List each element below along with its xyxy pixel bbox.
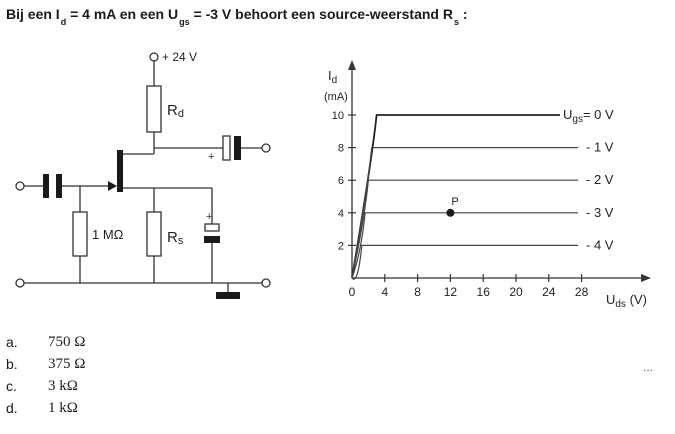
x-tick-label: 8 — [414, 285, 421, 299]
curve-label-2: - 2 V — [586, 172, 614, 187]
curve-ugs-2 — [351, 179, 578, 279]
answer-value: 3 kΩ — [48, 378, 78, 394]
curve-ugs-1 — [351, 147, 578, 279]
answer-a[interactable]: a. 750 Ω — [6, 334, 206, 356]
output-capacitor-plate-dark — [234, 136, 241, 160]
answer-letter: c. — [6, 378, 17, 394]
output-terminal — [261, 143, 271, 153]
output-capacitor-plus: + — [208, 151, 214, 163]
curve-ugs-4 — [351, 244, 578, 280]
answer-d[interactable]: d. 1 kΩ — [6, 400, 206, 422]
y-axis-label: Id — [328, 68, 337, 86]
answer-letter: a. — [6, 334, 18, 350]
x-tick-label: 4 — [381, 285, 388, 299]
y-axis-arrow — [348, 60, 356, 70]
x-tick-label: 16 — [477, 285, 491, 299]
y-axis-unit: (mA) — [324, 91, 348, 103]
answer-value: 375 Ω — [48, 356, 86, 372]
question-sub-d: d — [60, 17, 67, 27]
answer-b[interactable]: b. 375 Ω — [6, 356, 206, 378]
more-options-indicator[interactable]: ... — [643, 360, 654, 374]
answer-value: 1 kΩ — [48, 400, 78, 416]
jfet-channel — [117, 150, 123, 192]
gate-arrow — [108, 181, 117, 191]
input-capacitor-plate-left — [43, 174, 49, 198]
x-tick-label: 20 — [509, 285, 523, 299]
question-mid2: = -3 V behoort een source-weerstand R — [189, 6, 453, 22]
input-capacitor-plate-right — [56, 174, 62, 198]
question-suffix: : — [459, 6, 468, 22]
rs-label: Rs — [167, 229, 184, 247]
input-terminal — [15, 181, 25, 191]
y-tick-label: 4 — [338, 208, 344, 220]
question-prefix: Bij een I — [6, 6, 60, 22]
curve-label-0: Ugs= 0 V — [563, 107, 614, 125]
rg-resistor — [72, 211, 88, 257]
source-capacitor-plus: + — [206, 211, 212, 223]
answer-c[interactable]: c. 3 kΩ — [6, 378, 206, 400]
curve-label-3: - 3 V — [586, 205, 614, 220]
y-tick-label: 8 — [338, 143, 344, 155]
rd-resistor — [146, 85, 162, 133]
answer-value: 750 Ω — [48, 334, 86, 350]
y-tick-label: 6 — [338, 175, 344, 187]
operating-point-label: P — [451, 196, 458, 208]
source-capacitor-plate — [204, 223, 220, 232]
ground-symbol — [216, 292, 240, 299]
supply-terminal — [149, 52, 159, 62]
circuit-diagram: + + + 24 V Rd Rs 1 MΩ — [15, 50, 271, 299]
x-axis-arrow — [641, 274, 651, 282]
operating-point — [446, 208, 455, 217]
supply-label: + 24 V — [162, 50, 197, 64]
rg-label: 1 MΩ — [92, 227, 124, 242]
x-tick-label: 0 — [349, 285, 356, 299]
x-axis-label: Uds (V) — [606, 292, 647, 310]
question-mid: = 4 mA en een U — [66, 6, 179, 22]
output-capacitor-plate — [222, 135, 231, 161]
y-tick-label: 2 — [338, 240, 344, 252]
rs-resistor — [146, 211, 162, 257]
ground-left-terminal — [15, 278, 25, 288]
curve-label-1: - 1 V — [586, 140, 614, 155]
question-sub-gs: gs — [179, 17, 190, 27]
x-tick-label: 28 — [575, 285, 589, 299]
curve-ugs-3 — [351, 212, 578, 279]
curve-label-4: - 4 V — [586, 237, 614, 252]
ground-right-terminal — [261, 278, 271, 288]
x-tick-label: 12 — [444, 285, 458, 299]
x-tick-label: 24 — [542, 285, 556, 299]
rd-label: Rd — [167, 102, 184, 120]
question-sub-s: s — [453, 17, 459, 27]
answer-letter: b. — [6, 356, 18, 372]
y-tick-label: 10 — [332, 110, 344, 122]
question-text: Bij een Id = 4 mA en een Ugs = -3 V beho… — [6, 6, 468, 27]
source-capacitor-plate-dark — [204, 236, 220, 243]
answer-letter: d. — [6, 400, 18, 416]
